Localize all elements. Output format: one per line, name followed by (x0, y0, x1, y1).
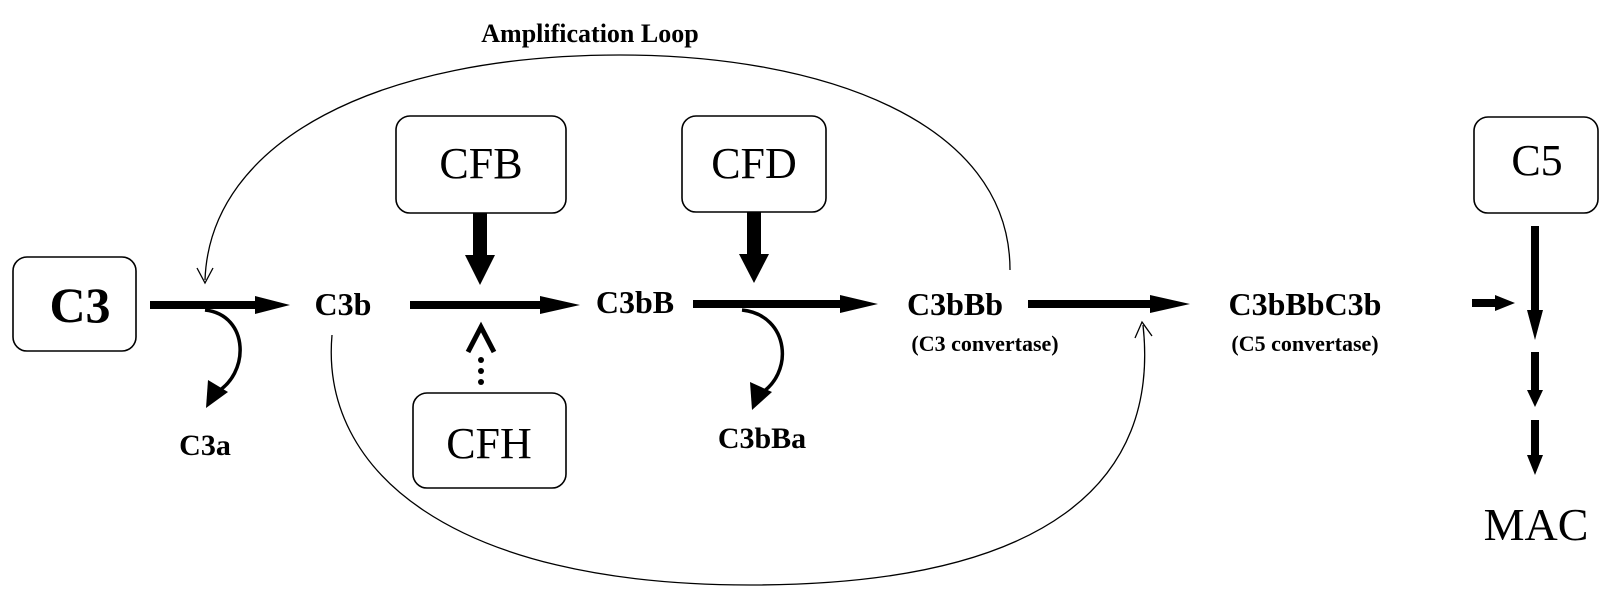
cfb-node: CFB (395, 115, 567, 214)
c3bBbC3b-note: (C5 convertase) (1231, 331, 1378, 356)
c5-label: C5 (1511, 136, 1562, 185)
amplification-loop-arrowhead (196, 267, 214, 285)
c3a-release-arrow (204, 308, 242, 408)
c3b-to-c3bB-arrow (410, 296, 580, 314)
cfd-activation-arrow (739, 212, 769, 283)
c3bBbC3b-label: C3bBbC3b (1229, 286, 1382, 322)
c3b-feedback-arc (330, 324, 1146, 586)
c5-convertase-arrow (1472, 295, 1515, 311)
cfb-activation-arrow (465, 213, 495, 285)
c3-node: C3 (12, 256, 137, 352)
c3a-label: C3a (179, 429, 231, 462)
c3bBb-label: C3bBb (907, 286, 1003, 322)
mac-label: MAC (1484, 499, 1589, 550)
cfb-label: CFB (439, 139, 522, 188)
c3bBb-to-c3bBbC3b-arrow (1028, 295, 1190, 313)
cfh-dotted-arrow (465, 321, 497, 385)
cfh-label: CFH (446, 419, 532, 468)
c3-label: C3 (49, 277, 110, 333)
c3bBa-label: C3bBa (718, 422, 806, 455)
c3bBa-release-arrow (741, 308, 785, 410)
amplification-loop-arc (204, 54, 1011, 281)
cfd-label: CFD (711, 139, 797, 188)
c3bB-label: C3bB (596, 284, 674, 320)
c3bB-to-c3bBb-arrow (693, 295, 878, 313)
cfh-node: CFH (412, 392, 567, 489)
c5-to-mac-cascade (1527, 226, 1543, 475)
c3b-label: C3b (315, 286, 372, 322)
c3-to-c3b-arrow (150, 296, 290, 314)
c3bBb-note: (C3 convertase) (911, 331, 1058, 356)
amplification-loop-title: Amplification Loop (481, 19, 698, 48)
c3b-feedback-arrowhead (1134, 320, 1153, 339)
c5-node: C5 (1473, 116, 1599, 214)
cfd-node: CFD (681, 115, 827, 213)
